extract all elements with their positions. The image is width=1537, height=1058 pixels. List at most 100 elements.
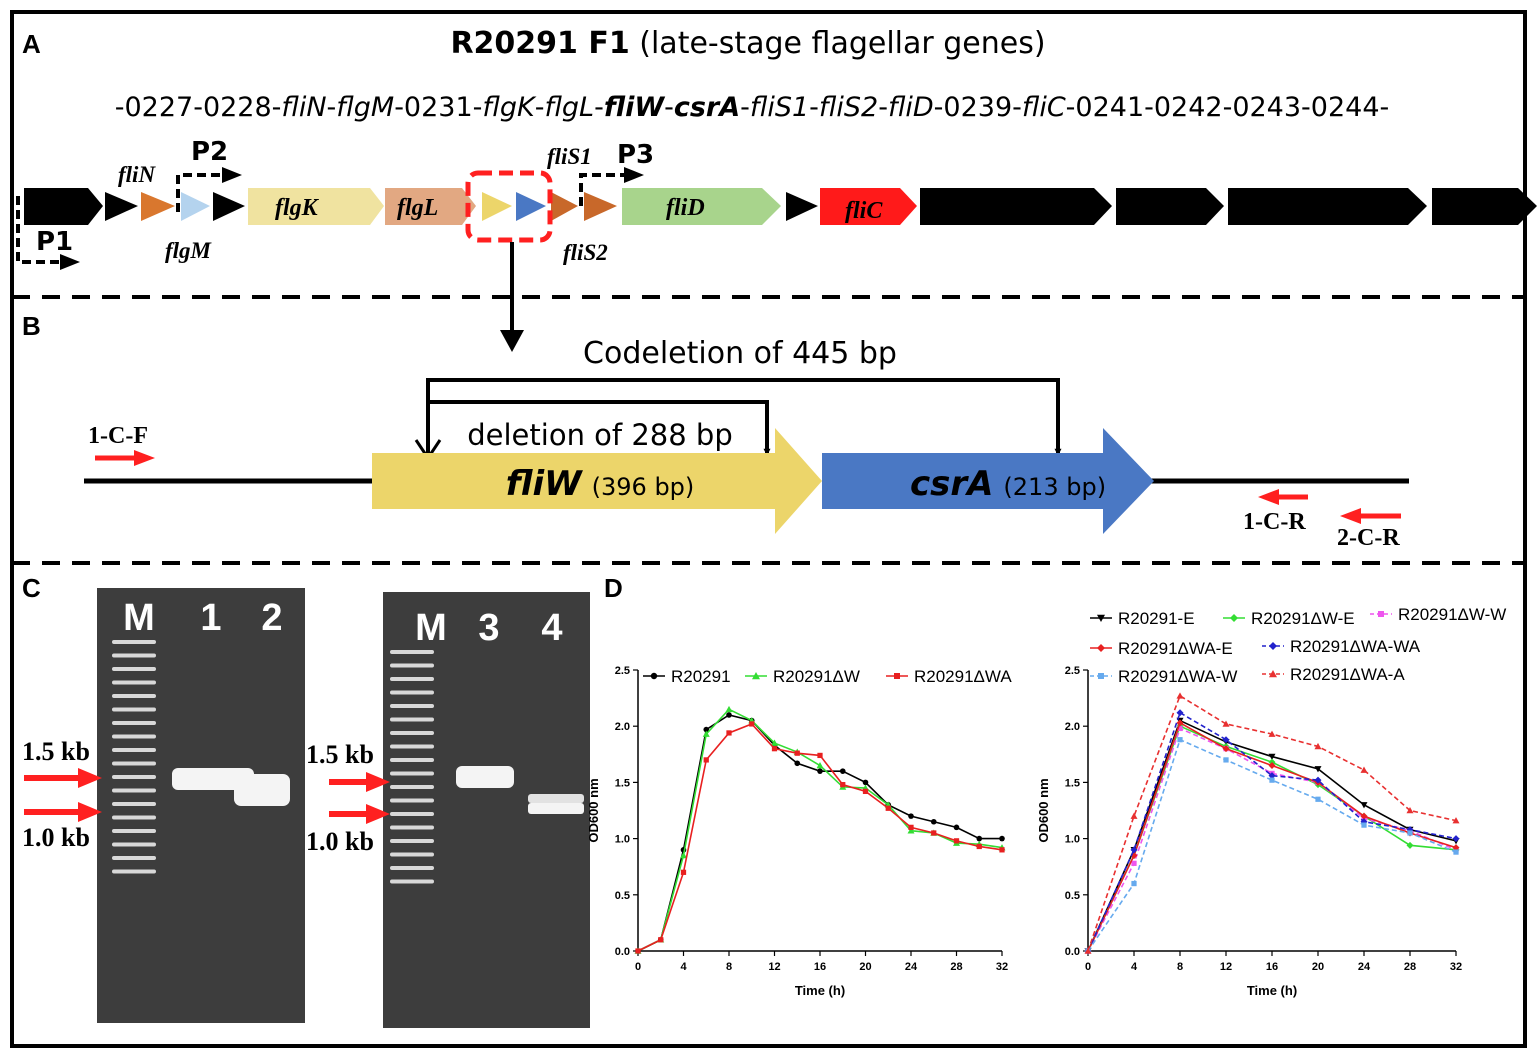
ladder-band xyxy=(390,785,434,789)
data-point xyxy=(840,782,846,788)
legend-item: R20291ΔWA-WA xyxy=(1262,637,1421,656)
panel-d-letter: D xyxy=(604,573,623,603)
data-point xyxy=(1453,849,1459,855)
gene-order-segment: -0227-0228- xyxy=(115,92,282,123)
gene-fliS2 xyxy=(584,192,617,221)
panel-a-letter: A xyxy=(22,29,41,59)
ladder-band xyxy=(112,842,156,847)
csrA-gene-arrow xyxy=(822,428,1154,534)
x-tick-label: 0 xyxy=(1085,961,1091,973)
series-6 xyxy=(1085,737,1459,954)
label-fliD: fliD xyxy=(666,195,705,221)
series-7 xyxy=(1084,692,1460,954)
x-tick-label: 24 xyxy=(1358,961,1371,973)
gel-2-lane-4-band-lower xyxy=(528,803,584,814)
data-point xyxy=(771,739,778,746)
ladder-band xyxy=(390,717,434,722)
gel-1-marker-arrow-low xyxy=(24,802,102,822)
deletion-label: deletion of 288 bp xyxy=(467,418,732,452)
x-tick-label: 8 xyxy=(726,961,732,973)
data-point xyxy=(1315,796,1321,802)
gene-map xyxy=(24,188,1537,225)
gene-0239 xyxy=(786,192,818,221)
data-point xyxy=(1223,757,1229,763)
legend-marker xyxy=(894,673,900,679)
gene-0241 xyxy=(920,188,1112,225)
panel-a-title-strain: R20291 F1 xyxy=(450,26,629,61)
series-2 xyxy=(634,705,1006,954)
x-tick-label: 32 xyxy=(996,961,1008,973)
fliW-label: fliW(396 bp) xyxy=(506,464,695,504)
data-point xyxy=(794,760,801,767)
data-point xyxy=(1360,766,1368,773)
label-fliS1: fliS1 xyxy=(547,144,592,169)
data-point xyxy=(953,824,960,831)
gene-order-segment: flgM xyxy=(336,92,394,123)
ladder-band xyxy=(390,690,434,695)
y-tick-label: 2.0 xyxy=(1065,721,1080,733)
ladder-band xyxy=(112,748,156,752)
x-tick-label: 12 xyxy=(1220,961,1232,973)
gene-flgM xyxy=(181,192,210,221)
legend-label: R20291ΔW-W xyxy=(1398,605,1506,624)
ladder-band xyxy=(390,866,434,870)
gene-0244 xyxy=(1432,188,1537,225)
data-point xyxy=(1452,844,1460,852)
legend-item: R20291ΔWA-E xyxy=(1090,639,1233,658)
legend-label: R20291ΔWA-W xyxy=(1118,667,1237,686)
primer-2-C-R-label: 2-C-R xyxy=(1337,525,1400,551)
fliW-size: (396 bp) xyxy=(592,473,695,501)
ladder-band xyxy=(390,852,434,857)
gel-2-lane-3-band xyxy=(456,766,514,788)
primer-1-C-R-label: 1-C-R xyxy=(1243,509,1306,535)
legend-label: R20291-E xyxy=(1118,609,1195,628)
data-point xyxy=(1268,730,1276,737)
data-point xyxy=(908,813,914,819)
legend-marker xyxy=(752,672,760,680)
ladder-band xyxy=(112,856,156,860)
ladder-band xyxy=(112,815,156,820)
ladder-band xyxy=(112,734,156,739)
legend-marker xyxy=(1378,611,1384,617)
gene-order-segment: fliD xyxy=(888,92,934,123)
data-point xyxy=(976,843,982,850)
gene-order-segment: fliC xyxy=(1022,92,1066,123)
data-point xyxy=(885,805,891,811)
data-point xyxy=(725,705,733,713)
legend-label: R20291ΔWA xyxy=(914,667,1012,686)
data-point xyxy=(726,712,732,718)
y-axis-label: OD600 nm xyxy=(1036,778,1051,842)
data-point xyxy=(817,752,823,759)
label-fliC: fliC xyxy=(845,198,883,224)
gene-order-segment: fliN xyxy=(281,92,326,123)
ladder-band xyxy=(112,640,156,644)
primer-1-C-R: 1-C-R xyxy=(1243,489,1308,535)
data-point xyxy=(794,750,800,756)
legend-label: R20291 xyxy=(671,667,731,686)
gene-order-segment: - xyxy=(664,92,674,123)
y-tick-label: 1.5 xyxy=(1065,777,1080,789)
ladder-band xyxy=(112,653,156,658)
gel-1-lane-2-band xyxy=(234,774,290,806)
primer-1-C-F-label: 1-C-F xyxy=(88,423,148,449)
ladder-band xyxy=(112,775,156,779)
label-fliS2: fliS2 xyxy=(563,240,608,265)
y-tick-label: 1.5 xyxy=(615,777,630,789)
legend-item: R20291ΔWA xyxy=(886,667,1012,686)
gene-0231 xyxy=(213,192,245,221)
data-point xyxy=(816,762,824,769)
data-point xyxy=(817,768,823,774)
legend-item: R20291ΔWA-W xyxy=(1090,667,1237,686)
data-point xyxy=(726,730,732,736)
data-point xyxy=(931,830,937,836)
x-tick-label: 32 xyxy=(1450,961,1462,973)
gel-2-marker-arrow-low xyxy=(329,804,390,824)
gel-1-marker-arrow-high xyxy=(24,768,102,788)
panel-a: A R20291 F1 (late-stage flagellar genes)… xyxy=(16,26,1537,352)
data-point xyxy=(999,835,1005,842)
gene-order-segment: -0231- xyxy=(394,92,482,123)
data-point xyxy=(1361,822,1367,828)
y-tick-label: 0.0 xyxy=(615,946,630,958)
x-tick-label: 8 xyxy=(1177,961,1183,973)
